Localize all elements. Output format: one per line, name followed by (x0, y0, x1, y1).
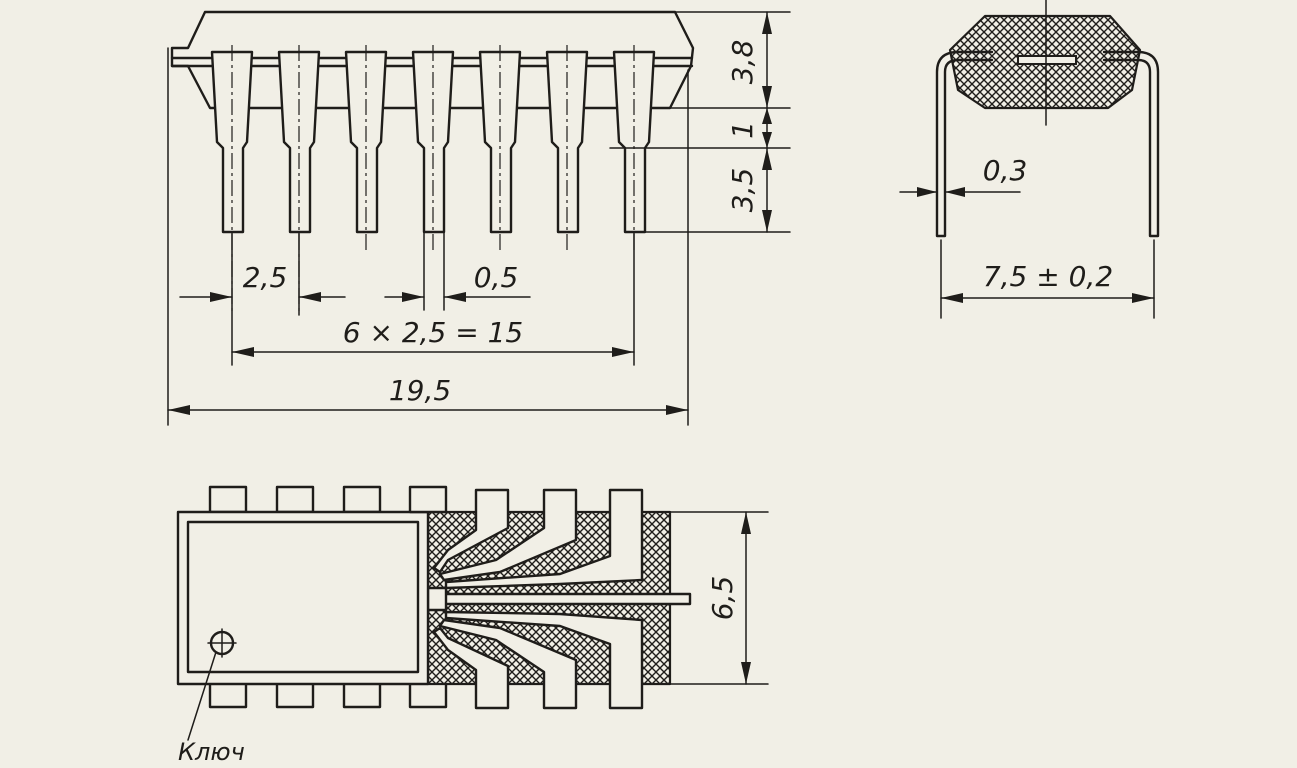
front-vertical-dims (762, 11, 772, 233)
bottom-pin (408, 680, 448, 709)
front-horizontal-dims (167, 292, 689, 415)
top-body (176, 510, 430, 686)
top-pin (275, 485, 315, 514)
front-body-outline (170, 10, 695, 110)
dim-overall-length: 19,5 (389, 374, 451, 407)
side-lead-right (1102, 50, 1160, 238)
front-view: 3,8 1 3,5 2,5 0,5 6 × 2,5 = 15 19,5 (167, 10, 791, 426)
bottom-pin (342, 680, 382, 709)
dim-pin-width: 0,5 (474, 261, 519, 294)
dim-pin-pitch: 2,5 (243, 261, 288, 294)
top-view: Ключ 6,5 (176, 485, 769, 766)
top-pin (208, 485, 248, 514)
dim-gap: 1 (726, 121, 759, 139)
bottom-pin (275, 680, 315, 709)
dim-body-height-top: 3,8 (726, 40, 759, 85)
key-leader (187, 651, 217, 741)
front-extension-lines (167, 11, 791, 426)
dim-lead-length: 3,5 (726, 168, 759, 213)
top-pin (408, 485, 448, 514)
side-lead-left (935, 50, 994, 238)
dim-pitch-total: 6 × 2,5 = 15 (343, 316, 524, 349)
key-label: Ключ (178, 738, 245, 766)
lead-center-bar (438, 592, 692, 606)
side-center-slot (1017, 55, 1077, 65)
bottom-pin (208, 680, 248, 709)
dim-lead-thickness: 0,3 (983, 154, 1028, 187)
lead-frame (426, 488, 692, 710)
dim-row-spacing: 7,5 ± 0,2 (983, 260, 1113, 293)
side-view: 0,3 7,5 ± 0,2 (899, 0, 1160, 319)
top-body-inner (186, 520, 420, 674)
top-pin (342, 485, 382, 514)
dim-body-width: 6,5 (706, 576, 739, 621)
